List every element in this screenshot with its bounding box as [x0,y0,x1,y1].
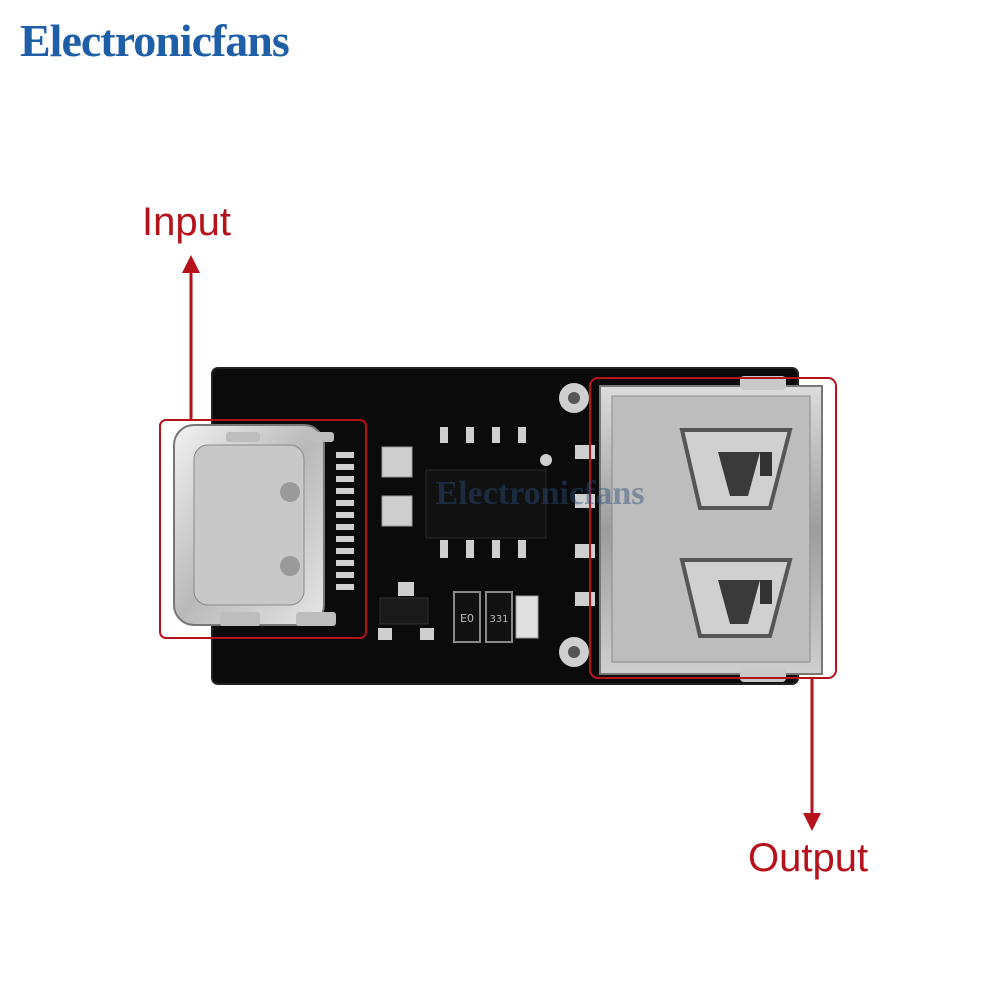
brand-watermark: Electronicfans [20,15,290,66]
ic-chip [425,427,552,558]
input-label: Input [142,200,231,244]
output-highlight-box [589,377,837,679]
input-highlight-box [159,419,367,639]
board-watermark: Electronicfans [435,475,644,512]
marking-e0: E0 [460,612,474,625]
usb-c-connector [173,424,354,626]
capacitor-pad [381,446,413,478]
resistor-e0: E0 [453,591,481,643]
output-label: Output [748,836,869,880]
smd-cap [515,595,539,639]
capacitor-pad [381,495,413,527]
transistor [378,582,434,640]
resistor-331: 331 [485,591,513,643]
usb-a-connector [599,376,823,682]
marking-331: 331 [489,614,508,625]
